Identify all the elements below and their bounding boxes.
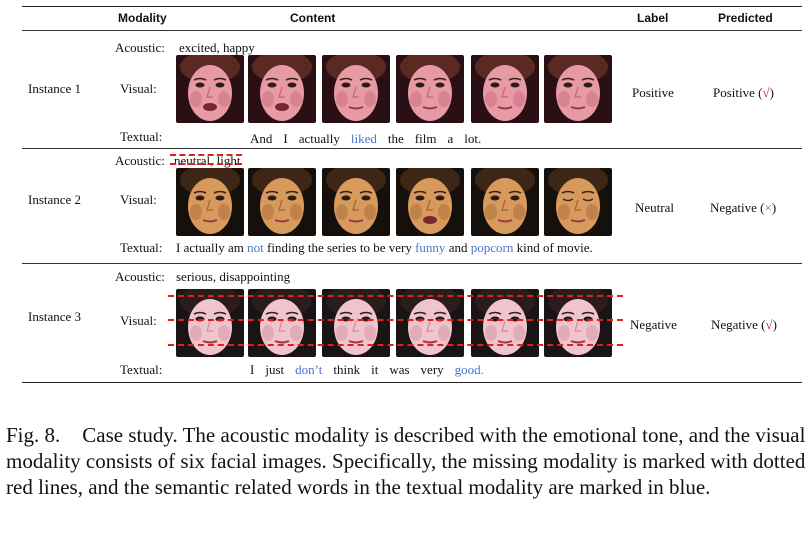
header-content: Content xyxy=(290,11,336,25)
table-row-rule-2 xyxy=(22,263,802,264)
textual-word: series xyxy=(326,240,357,255)
textual-word: not xyxy=(247,240,264,255)
instance-3-predicted: Negative (√) xyxy=(711,317,777,332)
instance-1-predicted-text: Positive xyxy=(713,85,755,100)
instance-3-name: Instance 3 xyxy=(28,309,82,324)
table-bottom-rule xyxy=(22,382,802,383)
face-image xyxy=(176,55,244,123)
header-label: Label xyxy=(637,11,669,25)
header-predicted: Predicted xyxy=(718,11,773,25)
textual-word: finding xyxy=(267,240,305,255)
face-image xyxy=(176,168,244,236)
textual-word: actually xyxy=(183,240,225,255)
face-image xyxy=(322,289,390,357)
textual-word: the xyxy=(307,240,324,255)
instance-2-acoustic-label: Acoustic: xyxy=(115,153,165,168)
textual-word: And xyxy=(250,131,273,146)
textual-word: very xyxy=(420,362,444,377)
textual-word: very xyxy=(388,240,412,255)
textual-word: to xyxy=(359,240,370,255)
instance-3-visual-missing-line-bottom xyxy=(168,344,623,346)
face-image xyxy=(322,168,390,236)
face-image xyxy=(248,55,316,123)
instance-2-visual-label: Visual: xyxy=(120,192,157,207)
textual-word: actually xyxy=(298,131,340,146)
face-image xyxy=(544,289,612,357)
face-image xyxy=(322,55,390,123)
instance-2-textual-label: Textual: xyxy=(120,240,163,255)
face-image xyxy=(471,289,539,357)
header-modality: Modality xyxy=(118,11,167,25)
face-image xyxy=(176,289,244,357)
instance-1-correct-mark: √ xyxy=(762,85,770,100)
face-image xyxy=(396,289,464,357)
textual-word: be xyxy=(373,240,386,255)
textual-word: a xyxy=(447,131,454,146)
instance-3-visual-label: Visual: xyxy=(120,313,157,328)
textual-word: don’t xyxy=(295,362,323,377)
textual-word: I xyxy=(250,362,255,377)
instance-2-wrong-mark: × xyxy=(764,200,772,215)
instance-1-textual-label: Textual: xyxy=(120,129,163,144)
instance-1-acoustic-value: excited, happy xyxy=(179,40,255,55)
table-row-rule-1 xyxy=(22,148,802,149)
face-image xyxy=(471,55,539,123)
instance-1-visual-label: Visual: xyxy=(120,81,157,96)
face-image xyxy=(471,168,539,236)
figure-caption: Fig. 8.Case study. The acoustic modality… xyxy=(6,422,806,500)
textual-word: was xyxy=(389,362,410,377)
instance-2-name: Instance 2 xyxy=(28,192,82,207)
face-image xyxy=(248,289,316,357)
textual-word: kind xyxy=(516,240,540,255)
instance-3-correct-mark: √ xyxy=(765,317,773,332)
instance-2-acoustic-missing-line-bottom xyxy=(170,163,242,165)
instance-1-label: Positive xyxy=(632,85,674,100)
face-image xyxy=(544,55,612,123)
instance-2-predicted: Negative (×) xyxy=(710,200,777,215)
instance-3-textual-label: Textual: xyxy=(120,362,163,377)
textual-word: think xyxy=(333,362,361,377)
textual-word: lot. xyxy=(464,131,482,146)
face-image xyxy=(396,55,464,123)
textual-word: it xyxy=(371,362,379,377)
face-image xyxy=(396,168,464,236)
textual-word: popcorn xyxy=(470,240,514,255)
instance-3-acoustic-label: Acoustic: xyxy=(115,269,165,284)
instance-3-acoustic-value: serious, disappointing xyxy=(176,269,291,284)
textual-word: good. xyxy=(454,362,484,377)
instance-3-predicted-text: Negative xyxy=(711,317,758,332)
textual-word: and xyxy=(448,240,468,255)
textual-word: liked xyxy=(350,131,377,146)
instance-2-predicted-text: Negative xyxy=(710,200,757,215)
figure-caption-lead: Fig. 8. xyxy=(6,423,61,447)
textual-word: just xyxy=(265,362,285,377)
textual-word: movie. xyxy=(557,240,593,255)
table-top-rule xyxy=(22,6,802,7)
textual-word: the xyxy=(387,131,404,146)
instance-1-predicted: Positive (√) xyxy=(713,85,774,100)
textual-word: am xyxy=(228,240,244,255)
face-image xyxy=(248,168,316,236)
face-image xyxy=(544,168,612,236)
textual-word: of xyxy=(542,240,554,255)
textual-word: funny xyxy=(415,240,446,255)
textual-word: film xyxy=(414,131,437,146)
instance-2-acoustic-missing-line-top xyxy=(170,154,242,156)
instance-3-visual-missing-line-top xyxy=(168,295,623,297)
textual-word: I xyxy=(283,131,288,146)
figure-caption-text: Case study. The acoustic modality is des… xyxy=(6,423,806,499)
instance-1-acoustic-label: Acoustic: xyxy=(115,40,165,55)
instance-3-label: Negative xyxy=(630,317,677,332)
instance-3-visual-missing-line-middle xyxy=(168,319,623,321)
instance-2-textual-value: I actually am not finding the series to … xyxy=(176,240,593,256)
textual-word: I xyxy=(176,240,181,255)
table-header-rule xyxy=(22,30,802,31)
instance-1-name: Instance 1 xyxy=(28,81,82,96)
instance-2-label: Neutral xyxy=(635,200,674,215)
